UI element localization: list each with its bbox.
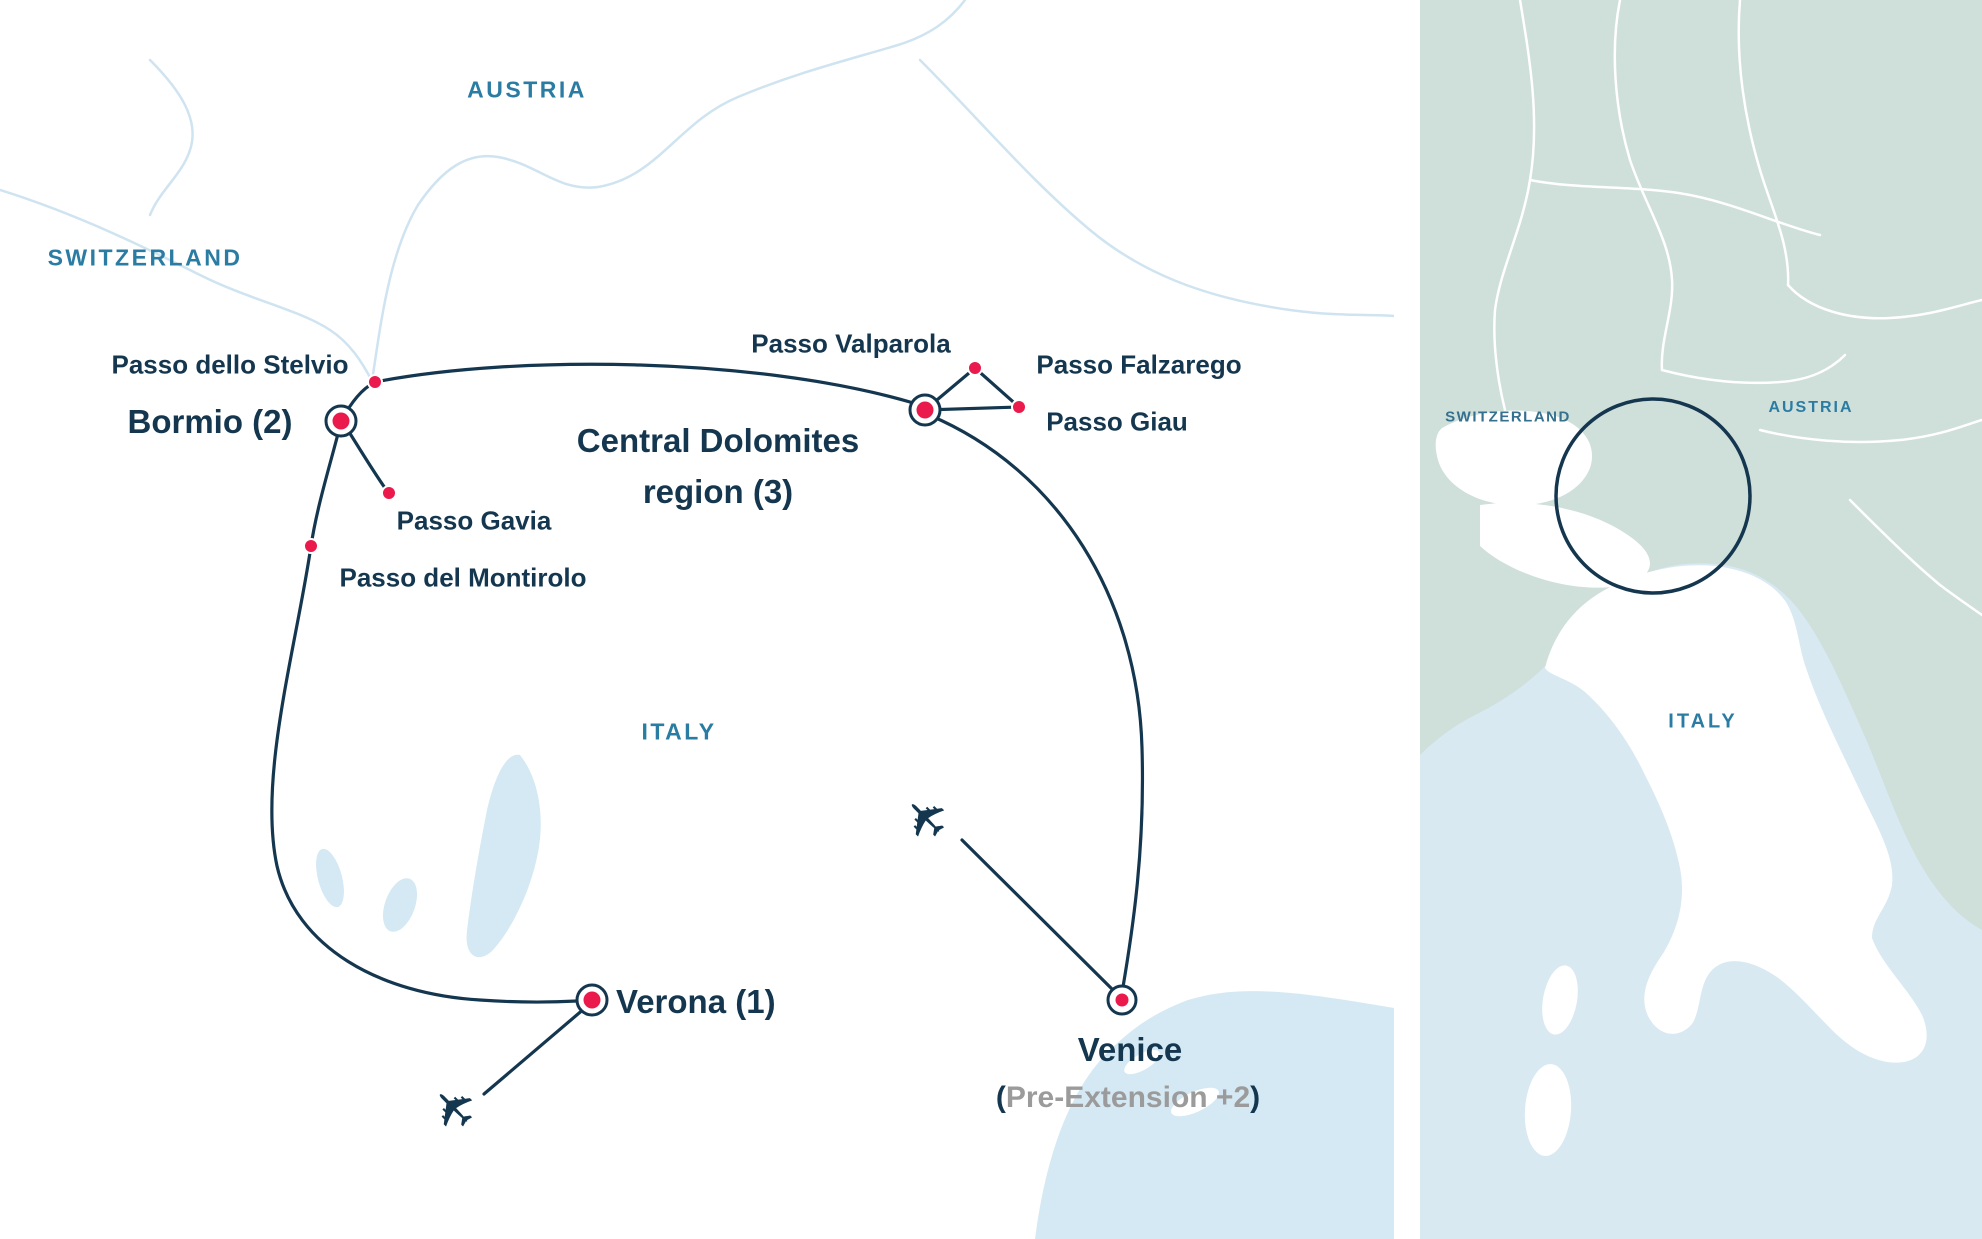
pre-extension-open-paren: (	[995, 1081, 1006, 1114]
label-central-dolomites: Central Dolomites region (3)	[577, 415, 859, 517]
inset-label-austria: AUSTRIA	[1768, 399, 1854, 416]
lake-garda	[466, 754, 541, 958]
label-passo-stelvio: Passo dello Stelvio	[111, 349, 349, 380]
pre-extension-text: Pre-Extension +2	[1005, 1081, 1251, 1114]
label-passo-gavia: Passo Gavia	[396, 505, 552, 536]
adriatic-sea	[1035, 991, 1394, 1239]
stop-markers	[324, 393, 1138, 1017]
label-passo-falzarego: Passo Falzarego	[1036, 349, 1242, 380]
inset-switzerland-shape	[1435, 410, 1593, 506]
marker-verona	[575, 983, 609, 1017]
dot-passo-montirolo	[303, 538, 319, 554]
dot-passo-giau	[1011, 399, 1027, 415]
country-label-switzerland: SWITZERLAND	[47, 244, 243, 271]
inset-sardinia	[1524, 1064, 1572, 1156]
lakes	[316, 754, 541, 958]
inset-corsica	[1542, 965, 1578, 1035]
main-country-borders	[0, 0, 1396, 383]
region-highlight-circle	[1554, 397, 1752, 595]
inset-europe-land	[1420, 0, 1982, 930]
label-passo-montirolo: Passo del Montirolo	[339, 562, 587, 593]
label-passo-valparola: Passo Valparola	[751, 328, 951, 359]
inset-label-italy: ITALY	[1668, 710, 1738, 733]
panel-divider	[1394, 0, 1420, 1239]
inset-italy-boot	[1545, 565, 1927, 1063]
label-verona: Verona (1)	[616, 983, 776, 1020]
route-venice-airport	[960, 838, 1116, 993]
route-dolomites-venice	[927, 413, 1145, 989]
dot-passo-stelvio	[367, 374, 383, 390]
route-bormio-montirolo-verona	[270, 424, 579, 1004]
label-central-dolomites-line1: Central Dolomites	[576, 421, 860, 459]
country-label-italy: ITALY	[641, 718, 717, 745]
lagoon-islands	[1124, 1049, 1219, 1117]
route-lines	[270, 362, 1145, 1096]
inset-map	[1420, 0, 1982, 1239]
marker-venice	[1106, 984, 1138, 1016]
lake-iseo	[382, 878, 418, 932]
marker-bormio	[324, 404, 358, 438]
route-bormio-stelvio-dolomites	[339, 362, 912, 423]
label-venice-pre-extension: (Pre-Extension +2)	[996, 1081, 1260, 1115]
dot-passo-gavia	[381, 485, 397, 501]
lake-como	[316, 848, 344, 908]
label-bormio: Bormio (2)	[127, 403, 293, 440]
label-venice: Venice	[1077, 1031, 1183, 1068]
pass-dots	[303, 360, 1027, 554]
route-verona-airport	[482, 1006, 587, 1096]
inset-north-italy-shape	[1480, 502, 1650, 588]
inset-label-switzerland: SWITZERLAND	[1445, 408, 1571, 426]
pre-extension-close-paren: )	[1250, 1081, 1261, 1114]
label-passo-giau: Passo Giau	[1046, 406, 1188, 437]
route-dolomites-passes-triangle	[920, 365, 1024, 412]
country-label-austria: AUSTRIA	[467, 76, 587, 103]
label-central-dolomites-line2: region (3)	[642, 473, 794, 510]
marker-central-dolomites	[908, 393, 942, 427]
dot-passo-falzarego	[967, 360, 983, 376]
inset-country-borders	[1493, 0, 1982, 617]
